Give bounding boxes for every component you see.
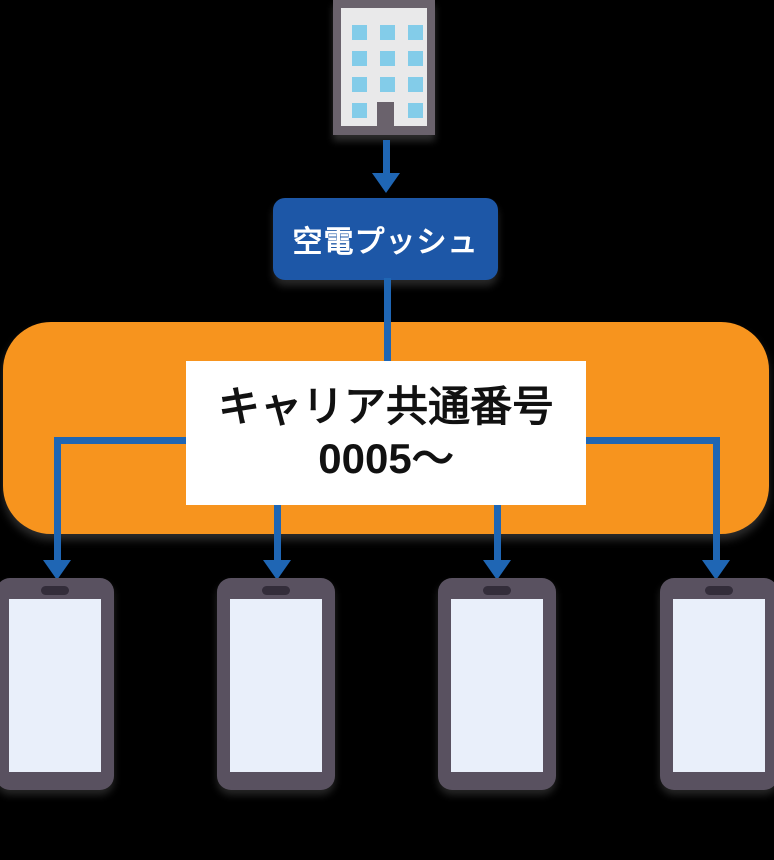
smartphone-icon bbox=[0, 578, 114, 790]
connector-right-horizontal bbox=[584, 437, 720, 444]
smartphone-icon bbox=[660, 578, 774, 790]
phone-screen bbox=[451, 599, 543, 772]
arrow-down-icon bbox=[263, 560, 291, 580]
arrow-down-icon bbox=[702, 560, 730, 580]
building-window bbox=[408, 25, 423, 40]
building-window bbox=[380, 25, 395, 40]
arrow-building-to-push-shaft bbox=[383, 140, 390, 176]
carrier-number-title: キャリア共通番号 bbox=[217, 383, 554, 430]
phone-screen bbox=[9, 599, 101, 772]
building-window bbox=[408, 77, 423, 92]
connector-right-vertical bbox=[713, 437, 720, 562]
building-window bbox=[352, 103, 367, 118]
smartphone-icon bbox=[438, 578, 556, 790]
phone-screen bbox=[230, 599, 322, 772]
connector-inner-right-vertical bbox=[494, 503, 501, 562]
building-window bbox=[380, 51, 395, 66]
building-window bbox=[352, 77, 367, 92]
arrow-down-icon bbox=[372, 173, 400, 193]
building-window bbox=[352, 51, 367, 66]
phone-speaker bbox=[262, 586, 290, 595]
phone-screen bbox=[673, 599, 765, 772]
building-window bbox=[380, 77, 395, 92]
building-icon bbox=[333, 0, 435, 135]
push-service-label: 空電プッシュ bbox=[292, 226, 479, 259]
arrow-down-icon bbox=[43, 560, 71, 580]
connector-left-vertical bbox=[54, 437, 61, 562]
building-window bbox=[408, 103, 423, 118]
connector-inner-left-vertical bbox=[274, 503, 281, 562]
connector-left-horizontal bbox=[54, 437, 188, 444]
carrier-number-value: 0005〜 bbox=[318, 435, 454, 482]
phone-speaker bbox=[705, 586, 733, 595]
smartphone-icon bbox=[217, 578, 335, 790]
phone-speaker bbox=[483, 586, 511, 595]
arrow-down-icon bbox=[483, 560, 511, 580]
connector-push-to-carrier bbox=[384, 278, 391, 363]
carrier-number-box: キャリア共通番号 0005〜 bbox=[186, 361, 586, 505]
building-door bbox=[377, 102, 394, 128]
phone-speaker bbox=[41, 586, 69, 595]
push-service-node: 空電プッシュ bbox=[273, 198, 498, 280]
building-window bbox=[408, 51, 423, 66]
building-window bbox=[352, 25, 367, 40]
